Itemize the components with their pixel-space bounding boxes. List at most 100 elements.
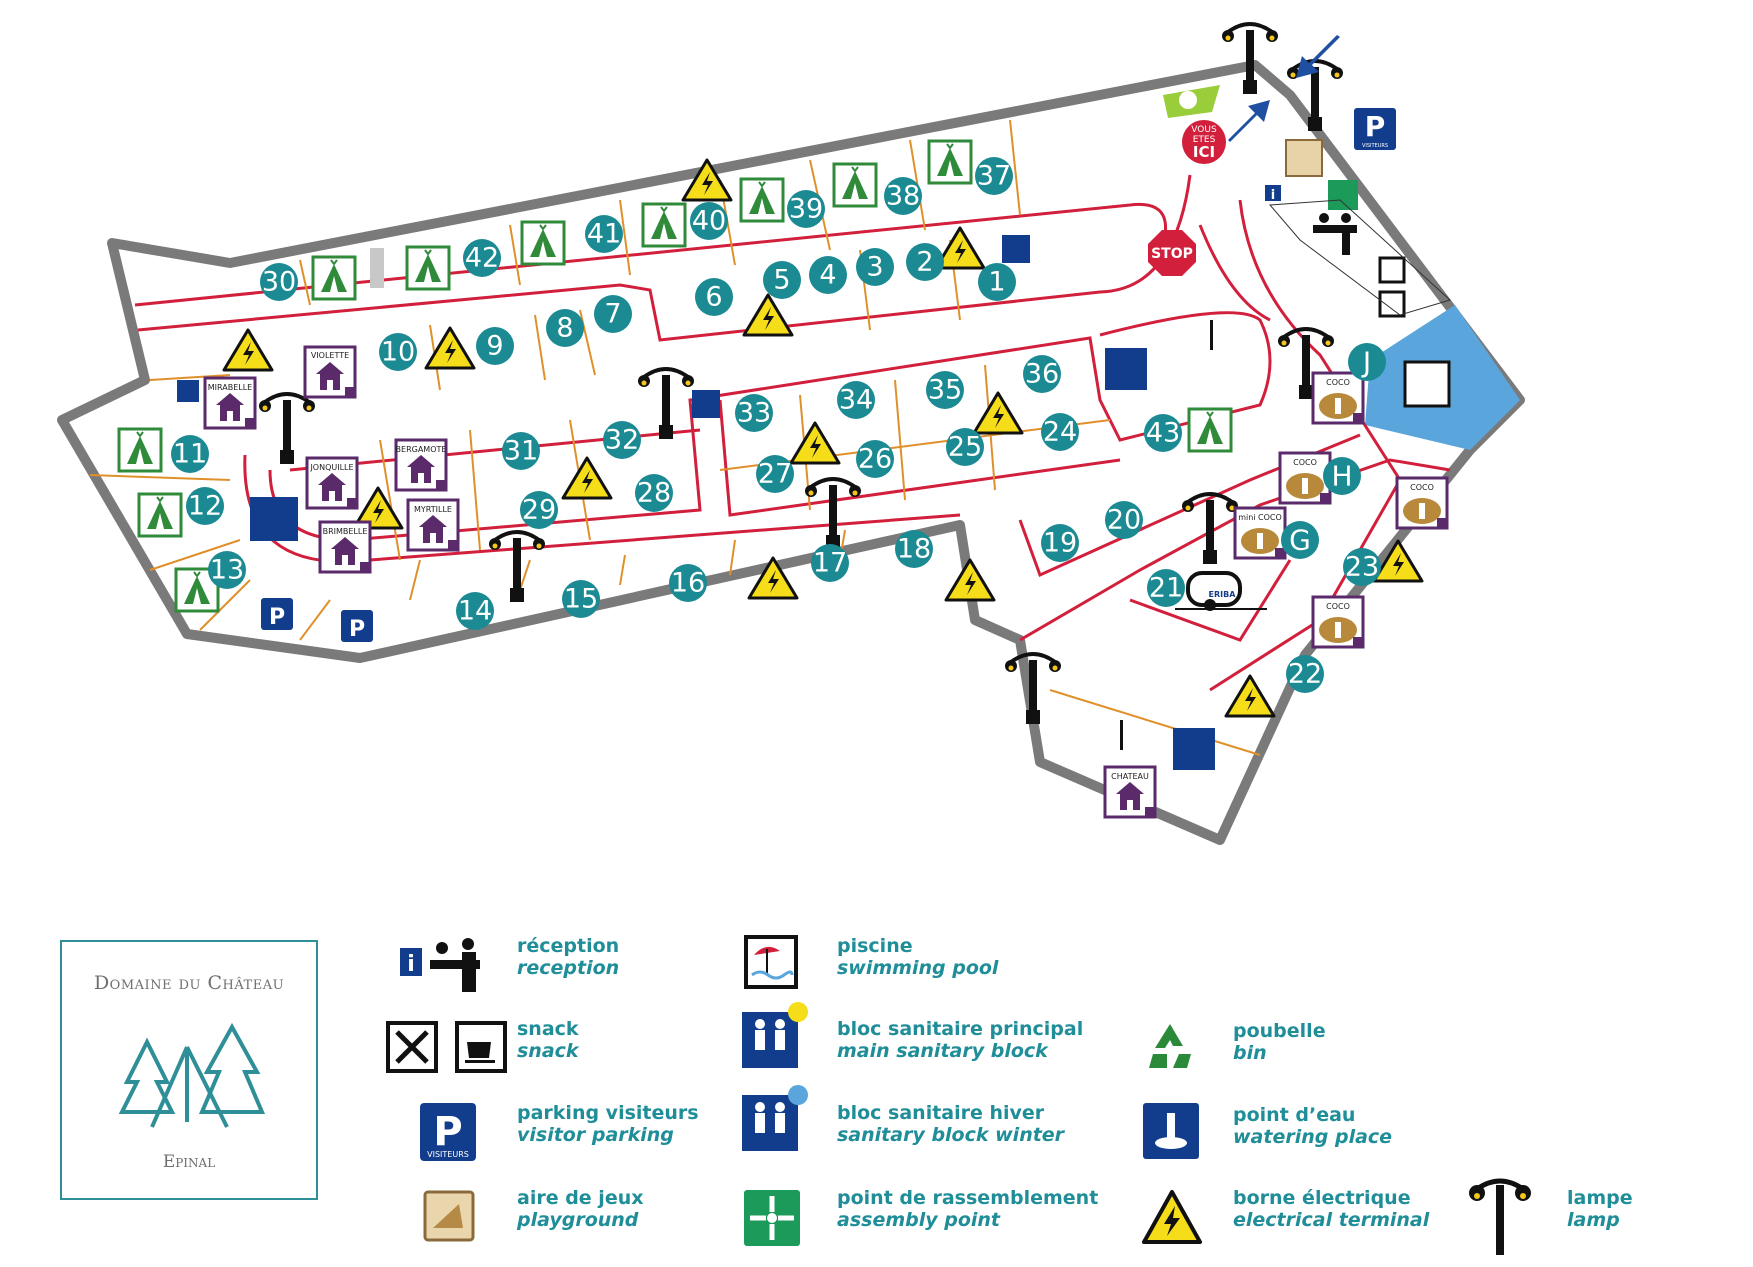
svg-text:BERGAMOTE: BERGAMOTE — [396, 445, 447, 454]
zone-letter: J — [1348, 343, 1386, 381]
svg-text:16: 16 — [671, 568, 705, 599]
pitch-number: 13 — [208, 551, 246, 589]
eriba-caravan: ERIBA — [1175, 571, 1267, 611]
svg-text:25: 25 — [948, 432, 982, 463]
pitch-number: 25 — [946, 428, 984, 466]
svg-text:3: 3 — [866, 252, 883, 283]
tent-icon — [1187, 407, 1233, 453]
pitch-number: 41 — [585, 215, 623, 253]
pitch-number: 42 — [463, 239, 501, 277]
pitch-number: 16 — [669, 564, 707, 602]
svg-text:4: 4 — [819, 260, 836, 291]
pitch-number: 30 — [260, 263, 298, 301]
svg-text:24: 24 — [1043, 417, 1077, 448]
you-are-here-marker: VOUS ETES ICI — [1182, 35, 1340, 164]
huts: VIOLETTE MIRABELLE JONQUILLE BERGAMOTE B… — [203, 345, 1450, 820]
pitch-number: 39 — [787, 190, 825, 228]
pitch-number: 33 — [735, 394, 773, 432]
parking-icon: P VISITEURS — [420, 1103, 476, 1161]
svg-text:31: 31 — [504, 436, 538, 467]
svg-text:36: 36 — [1025, 359, 1059, 390]
accessible-icon — [1002, 235, 1030, 263]
pitch-number: 2 — [906, 243, 944, 281]
svg-text:i: i — [407, 952, 415, 977]
assembly-icon — [1328, 180, 1358, 210]
hut-brimbelle: BRIMBELLE — [318, 520, 373, 575]
pitch-number: 24 — [1041, 413, 1079, 451]
pitch-number: 11 — [171, 435, 209, 473]
svg-text:38: 38 — [886, 181, 920, 212]
svg-text:13: 13 — [210, 555, 244, 586]
svg-text:CHATEAU: CHATEAU — [1111, 772, 1149, 781]
pitch-number: 22 — [1286, 655, 1324, 693]
pitch-number: 3 — [856, 248, 894, 286]
svg-text:23: 23 — [1345, 552, 1379, 583]
svg-text:ICI: ICI — [1193, 143, 1215, 161]
svg-text:P: P — [1365, 110, 1386, 143]
recycle-icon — [1163, 85, 1220, 118]
lamp-icon — [1469, 1178, 1531, 1255]
pitch-number: 37 — [975, 157, 1013, 195]
pitch-number: 40 — [690, 202, 728, 240]
pitch-number: 6 — [695, 278, 733, 316]
svg-text:ETES: ETES — [1193, 135, 1216, 145]
logo: Domaine du Château Epinal — [60, 940, 318, 1200]
svg-text:6: 6 — [705, 282, 722, 313]
pitch-number: 32 — [603, 421, 641, 459]
playground-icon — [423, 1190, 475, 1242]
sanitary-snow-icon — [742, 1085, 808, 1151]
svg-text:COCO: COCO — [1410, 483, 1434, 492]
pitch-number: 7 — [594, 295, 632, 333]
pitch-number: 17 — [811, 544, 849, 582]
pitch-number: 4 — [809, 256, 847, 294]
svg-text:32: 32 — [605, 425, 639, 456]
reception-building — [1268, 199, 1451, 316]
snack-icon — [386, 1021, 507, 1073]
arrow-in-icon — [1296, 35, 1340, 78]
tent-icon — [641, 202, 687, 248]
svg-text:12: 12 — [188, 491, 222, 522]
svg-text:37: 37 — [977, 161, 1011, 192]
hut-chateau: CHATEAU — [1103, 765, 1158, 820]
svg-text:JONQUILLE: JONQUILLE — [309, 463, 353, 472]
svg-text:40: 40 — [692, 206, 726, 237]
pitch-number: 38 — [884, 177, 922, 215]
pitch-number: 19 — [1041, 524, 1079, 562]
svg-text:19: 19 — [1043, 528, 1077, 559]
svg-text:5: 5 — [773, 265, 790, 296]
coco-2: COCO — [1278, 451, 1333, 506]
tree-tent-icon — [118, 1022, 266, 1128]
pitch-number: 8 — [546, 309, 584, 347]
tent-icon — [739, 177, 785, 223]
assembly-icon — [744, 1190, 800, 1246]
pitch-number: 18 — [895, 530, 933, 568]
pitch-number: 35 — [926, 371, 964, 409]
pitch-number: 43 — [1144, 414, 1182, 452]
tent-icon — [832, 162, 878, 208]
accessible-icon — [177, 380, 199, 402]
pitch-number: 27 — [756, 455, 794, 493]
svg-text:G: G — [1289, 524, 1311, 557]
arrow-out-icon — [1228, 100, 1270, 142]
svg-text:VIOLETTE: VIOLETTE — [311, 351, 349, 360]
svg-text:COCO: COCO — [1326, 378, 1350, 387]
svg-text:29: 29 — [522, 495, 556, 526]
pitch-number: 10 — [379, 333, 417, 371]
pitch-number: 36 — [1023, 355, 1061, 393]
zone-letter: G — [1281, 521, 1319, 559]
coco-3: COCO — [1395, 476, 1450, 531]
svg-text:7: 7 — [604, 299, 621, 330]
svg-text:11: 11 — [173, 439, 207, 470]
svg-text:MIRABELLE: MIRABELLE — [208, 383, 252, 392]
pitch-number: 14 — [456, 592, 494, 630]
svg-text:15: 15 — [564, 584, 598, 615]
